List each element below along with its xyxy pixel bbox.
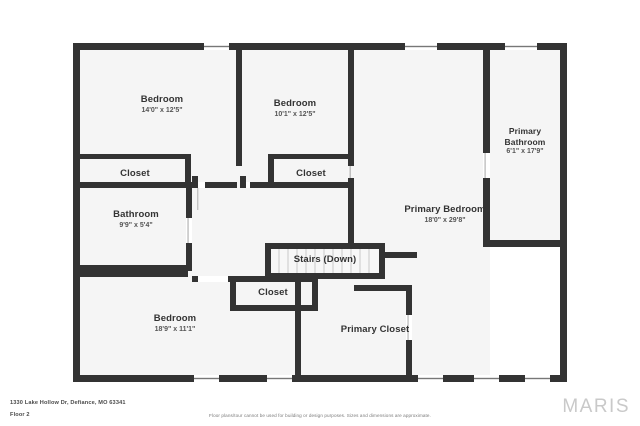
wall-primary-closet-right-a: [406, 285, 412, 315]
fill-main-block: [73, 43, 490, 382]
wall-closet1-top: [80, 154, 190, 159]
wall-bottom-e: [502, 375, 522, 382]
wall-bottom-b: [222, 375, 264, 382]
wall-top-d: [540, 43, 567, 50]
wall-stairs-right: [379, 243, 385, 279]
wall-stairs-connector: [385, 252, 417, 258]
wall-closet2-left: [268, 154, 274, 188]
window-bottom-5: [522, 375, 553, 382]
hall-opening-left: [197, 188, 199, 210]
exterior-walls: [73, 43, 567, 382]
door-primary-bathroom: [483, 153, 490, 178]
wall-stairs-top: [265, 243, 385, 249]
wall-hall-top: [250, 182, 354, 188]
wall-bedroom3-top-stub: [80, 271, 188, 277]
disclaimer-text: Floor plans/tour cannot be used for buil…: [209, 413, 431, 418]
wall-bath-wing-left-b: [483, 178, 490, 247]
window-bottom-3: [415, 375, 446, 382]
maris-logo: MARIS: [562, 396, 630, 417]
footer: 1330 Lake Hollow Dr, Defiance, MO 63341 …: [0, 392, 640, 426]
window-bottom-1: [191, 375, 222, 382]
wall-bathroom-right-a: [186, 188, 192, 218]
wall-top-c: [440, 43, 502, 50]
property-address: 1330 Lake Hollow Dr, Defiance, MO 63341: [10, 400, 126, 406]
window-top-1: [201, 43, 232, 50]
wall-bathroom-top-a: [80, 182, 192, 188]
wall-top-a: [73, 43, 201, 50]
window-bottom-2: [264, 375, 295, 382]
wall-nub-b: [240, 176, 246, 188]
wall-closet3-bottom: [230, 305, 318, 311]
interior-openings: [198, 182, 250, 282]
wall-closet1-jamb: [80, 154, 86, 159]
floor-label: Floor 2: [10, 412, 30, 418]
floor-plan-drawing: Bedroom 14'0" x 12'5" Bedroom 10'1" x 12…: [73, 43, 567, 382]
door-primary-bedroom-leaf: [349, 166, 351, 178]
window-top-3: [502, 43, 540, 50]
opening-hall-a: [198, 182, 205, 188]
door-bathroom: [186, 218, 192, 243]
wall-left: [73, 43, 80, 382]
wall-hall-primary: [348, 178, 354, 248]
wall-bath-wing-left-a: [483, 43, 490, 153]
stair-treads: [271, 249, 379, 273]
window-top-2: [402, 43, 440, 50]
wall-bedroom3-jamb: [192, 276, 198, 282]
door-primary-closet-leaf: [407, 315, 409, 340]
fill-primary-bath-wing: [490, 43, 567, 246]
wall-closet3-right: [312, 276, 318, 311]
wall-stairs-left: [265, 243, 271, 279]
wall-bathroom-right-b: [186, 243, 192, 265]
wall-right-outer: [560, 43, 567, 382]
opening-bedroom3: [198, 276, 228, 282]
wall-top-b: [232, 43, 402, 50]
wall-primary-closet-top: [354, 285, 412, 291]
door-bathroom-leaf: [187, 218, 189, 243]
wall-primary-closet-right-b: [406, 340, 412, 376]
wall-bathroom-top-b: [205, 182, 237, 188]
wall-bath-wing-bottom: [490, 240, 567, 247]
wall-bedroom3-right: [295, 282, 301, 376]
floor-plan-svg: [73, 43, 567, 382]
window-bottom-4: [471, 375, 502, 382]
wall-closet2-top: [268, 154, 354, 159]
interior-walls: [80, 43, 417, 376]
wall-bathroom-bottom: [80, 265, 192, 271]
wall-closet1-right: [185, 154, 191, 188]
door-primary-closet: [406, 315, 412, 340]
wall-bed2-hall: [348, 43, 354, 166]
opening-hall-b: [246, 182, 250, 188]
wall-bed1-bed2: [236, 43, 242, 166]
room-fills: [73, 43, 567, 382]
wall-bottom-d: [446, 375, 471, 382]
door-primary-bathroom-leaf: [484, 153, 486, 178]
wall-nub-a: [192, 176, 198, 188]
wall-bottom-a: [73, 375, 191, 382]
wall-closet3-left: [230, 276, 236, 310]
wall-stairs-bottom: [265, 273, 385, 279]
wall-bottom-c: [295, 375, 415, 382]
